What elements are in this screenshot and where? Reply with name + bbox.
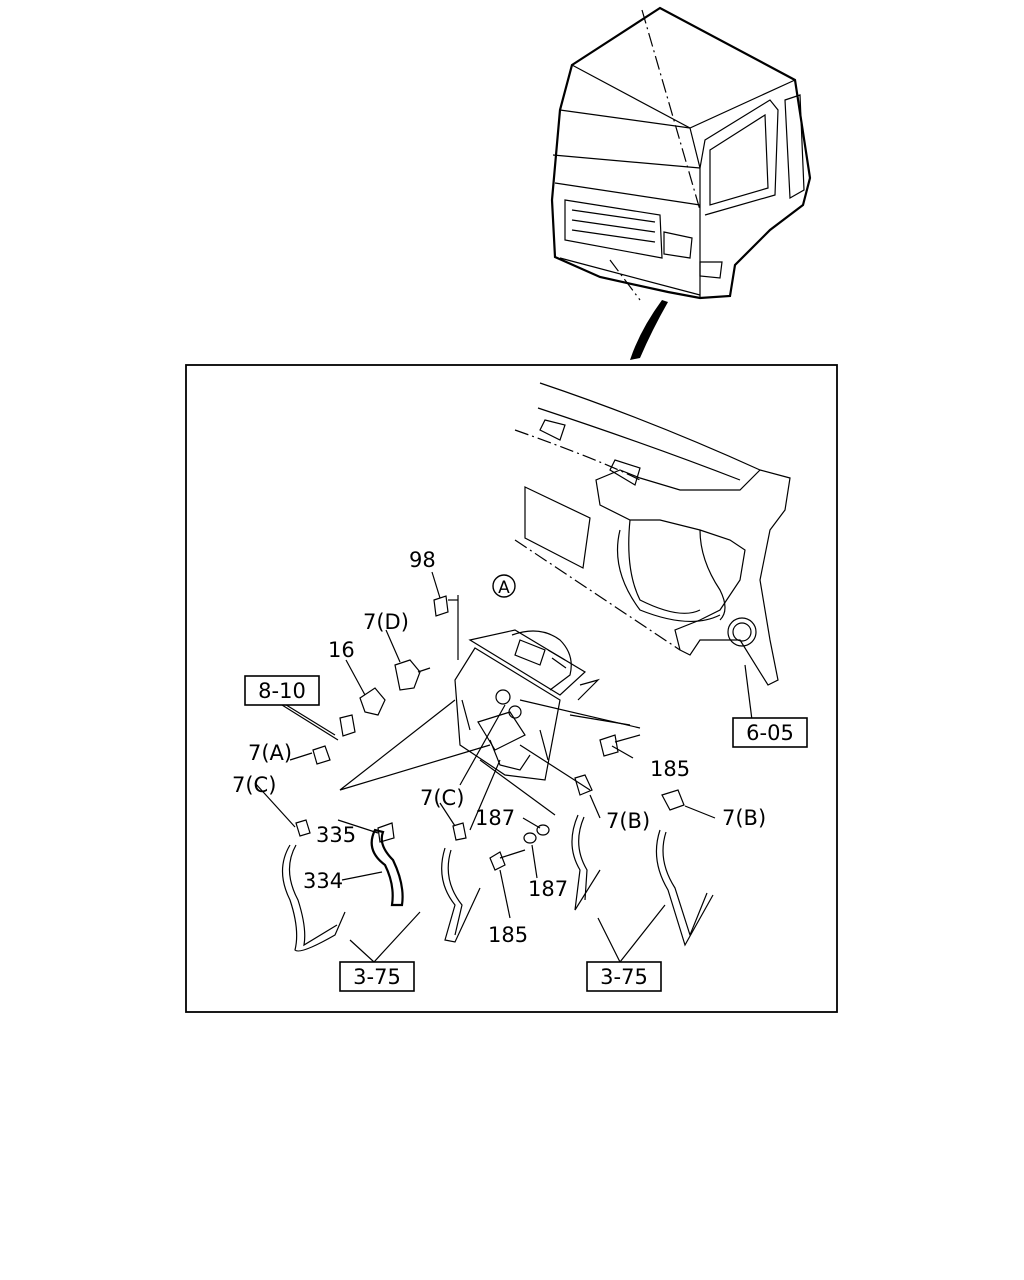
reference-box-6-05-label: 6-05	[746, 721, 794, 745]
part-label-187-bottom: 187	[528, 877, 568, 901]
part-label-7c-left: 7(C)	[232, 773, 276, 797]
pipes-and-hoses	[281, 814, 714, 952]
part-label-7a: 7(A)	[248, 741, 292, 765]
reference-box-3-75-left[interactable]: 3-75	[339, 961, 415, 992]
reference-box-3-75-right[interactable]: 3-75	[586, 961, 662, 992]
part-label-7b-left: 7(B)	[606, 809, 650, 833]
part-label-7d: 7(D)	[363, 610, 409, 634]
part-label-7c-mid: 7(C)	[420, 786, 464, 810]
part-label-98: 98	[409, 548, 436, 572]
reference-box-3-75-right-label: 3-75	[600, 965, 648, 989]
part-label-187-top: 187	[475, 806, 515, 830]
part-label-185-bottom: 185	[488, 923, 528, 947]
leader-lines	[254, 571, 716, 964]
part-labels: 98 7(D) 16 7(A) 7(C) 335 334 7(C) 187 18…	[232, 548, 766, 947]
part-label-7b-right: 7(B)	[722, 806, 766, 830]
fittings	[295, 595, 685, 871]
detail-frame	[185, 364, 838, 1013]
brake-valve-assembly	[339, 595, 641, 831]
reference-box-8-10-label: 8-10	[258, 679, 306, 703]
reference-a-label: A	[498, 578, 510, 598]
truck-cab-illustration	[550, 6, 812, 360]
part-label-335: 335	[316, 823, 356, 847]
part-label-334: 334	[303, 869, 343, 893]
reference-marker-a: A	[492, 574, 516, 598]
part-label-185-right: 185	[650, 757, 690, 781]
reference-box-6-05[interactable]: 6-05	[732, 717, 808, 748]
part-label-16: 16	[328, 638, 355, 662]
body-panel-illustration	[514, 382, 791, 721]
reference-box-8-10[interactable]: 8-10	[244, 675, 339, 741]
callout-arrow	[630, 300, 668, 360]
reference-box-3-75-left-label: 3-75	[353, 965, 401, 989]
